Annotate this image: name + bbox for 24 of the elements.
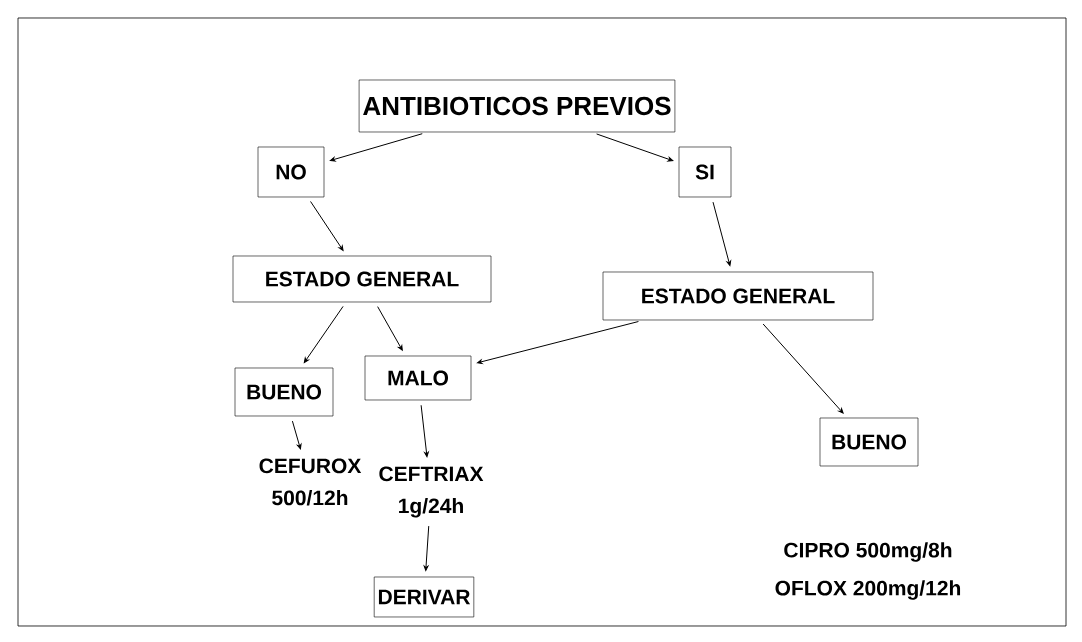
process-box: SI xyxy=(678,146,732,198)
process-box: DERIVAR xyxy=(373,576,475,618)
treatment-text: OFLOX 200mg/12h xyxy=(775,580,961,600)
process-box: BUENO xyxy=(234,367,334,417)
treatment-text: CEFUROX 500/12h xyxy=(259,458,362,506)
process-box: BUENO xyxy=(819,417,919,467)
arrow xyxy=(310,200,344,251)
arrow xyxy=(476,321,639,365)
arrow xyxy=(291,420,302,450)
process-box: ESTADO GENERAL xyxy=(602,271,874,321)
process-box: MALO xyxy=(364,355,472,401)
arrow xyxy=(377,306,403,351)
arrow xyxy=(762,323,844,414)
treatment-text: CIPRO 500mg/8h xyxy=(784,542,952,562)
treatment-text: CEFTRIAX 1g/24h xyxy=(379,466,484,518)
process-box: NO xyxy=(257,146,325,198)
arrow xyxy=(596,133,674,162)
arrow xyxy=(420,404,429,458)
process-box: ESTADO GENERAL xyxy=(232,255,492,303)
arrow xyxy=(329,133,423,162)
arrow xyxy=(303,305,344,364)
process-box: ANTIBIOTICOS PREVIOS xyxy=(358,79,676,133)
arrow xyxy=(423,525,430,571)
arrow xyxy=(712,201,732,267)
